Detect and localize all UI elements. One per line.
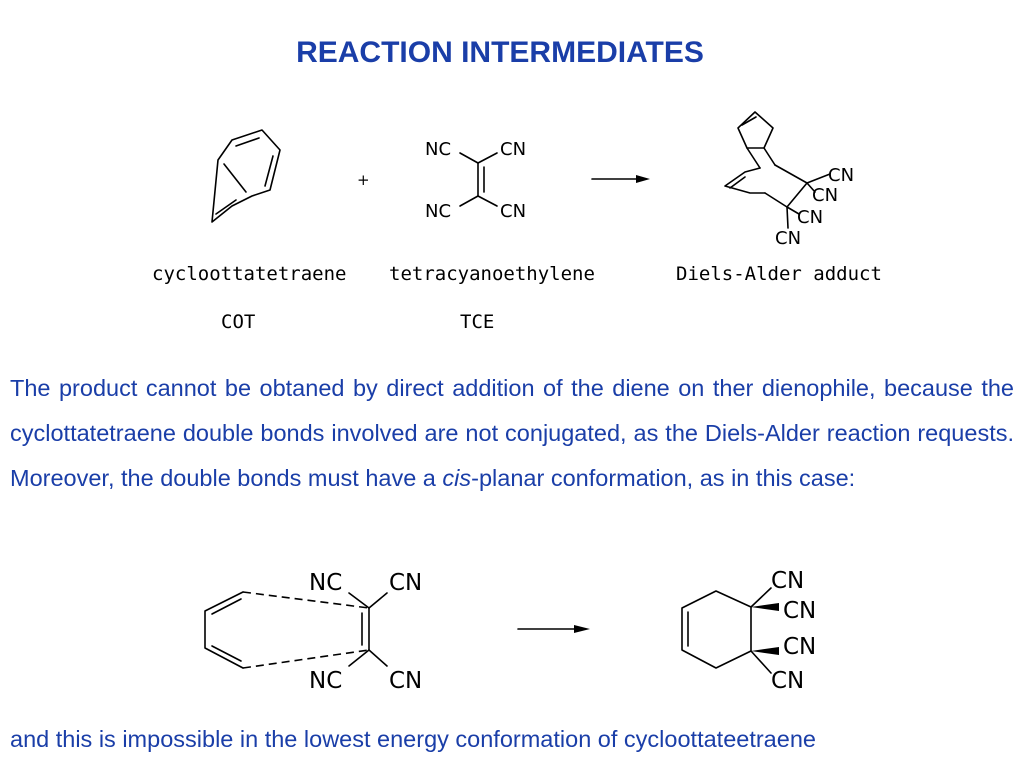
- reaction-scheme-1: + NC CN NC CN CN CN CN CN: [211, 111, 854, 249]
- reaction-scheme-2: NC CN NC CN CN CN CN CN: [204, 568, 816, 694]
- adduct-structure: CN CN CN CN: [724, 111, 854, 249]
- cot-structure: [211, 129, 281, 223]
- product-cn-3: CN: [783, 634, 816, 660]
- paragraph-italic-cis: cis: [442, 465, 472, 491]
- adduct-cn-1: CN: [828, 165, 854, 186]
- tce-cn-bottom: CN: [500, 201, 526, 222]
- explanation-paragraph: The product cannot be obtaned by direct …: [10, 366, 1014, 501]
- product-cn-2: CN: [783, 598, 816, 624]
- closing-sentence: and this is impossible in the lowest ene…: [10, 726, 816, 752]
- paragraph-text-1: The product cannot be obtaned by direct …: [10, 375, 1014, 491]
- cot-abbreviation-label: COT: [221, 311, 256, 333]
- adduct-label: Diels-Alder adduct: [676, 263, 882, 285]
- dienophile-cn-bottom: CN: [389, 668, 422, 694]
- adduct-cn-4: CN: [775, 228, 801, 249]
- tce-structure: NC CN NC CN: [425, 139, 526, 222]
- tce-cn-top: CN: [500, 139, 526, 160]
- adduct-cn-2: CN: [812, 185, 838, 206]
- product-cn-1: CN: [771, 568, 804, 594]
- dienophile-fragment: NC CN NC CN: [309, 570, 422, 694]
- tce-name-label: tetracyanoethylene: [389, 263, 595, 285]
- tce-abbreviation-label: TCE: [460, 311, 495, 333]
- dienophile-nc-top: NC: [309, 570, 342, 596]
- reaction-arrow-2: [517, 625, 590, 633]
- cot-name-label: cycloottatetraene: [152, 263, 347, 285]
- dienophile-nc-bottom: NC: [309, 668, 342, 694]
- slide-title: REACTION INTERMEDIATES: [296, 36, 704, 69]
- reaction-arrow-1: [591, 175, 650, 183]
- plus-sign: +: [357, 171, 370, 189]
- cyclohexene-product: CN CN CN CN: [681, 568, 816, 694]
- dienophile-cn-top: CN: [389, 570, 422, 596]
- wedge-bond-bottom: [751, 647, 779, 655]
- product-cn-4: CN: [771, 668, 804, 694]
- adduct-cn-3: CN: [797, 207, 823, 228]
- tce-nc-top: NC: [425, 139, 451, 160]
- paragraph-text-2: -planar conformation, as in this case:: [471, 465, 856, 491]
- diene-fragment: [204, 591, 370, 669]
- tce-nc-bottom: NC: [425, 201, 451, 222]
- wedge-bond-top: [751, 603, 779, 611]
